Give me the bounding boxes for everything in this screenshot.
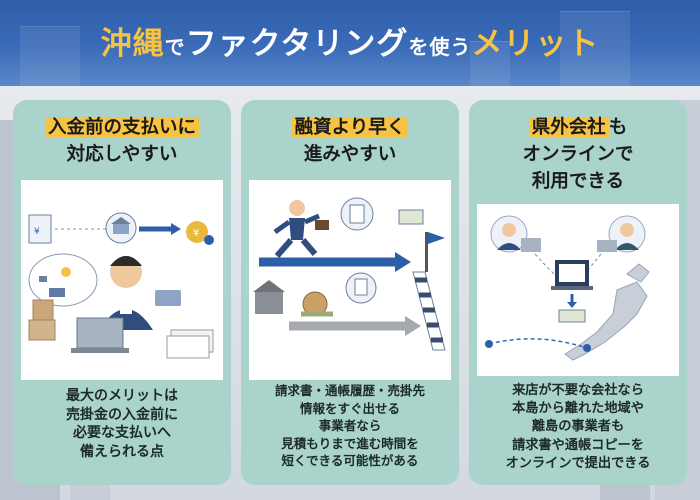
svg-text:¥: ¥ <box>193 228 199 239</box>
merit-card-payment: 入金前の支払いに 対応しやすい ¥ ¥ <box>13 100 231 485</box>
card-description: 請求書・通帳履歴・売掛先 情報をすぐ出せる 事業者なら 見積もりまで進む時間を … <box>274 383 425 468</box>
page-title: 沖縄でファクタリングを使うメリット <box>100 26 600 62</box>
card-description: 最大のメリットは 売掛金の入金前に 必要な支払いへ 備えられる点 <box>66 388 178 460</box>
card-description: 来店が不要な会社なら 本島から離れた地域や 離島の事業者も 請求書や通帳コピーを… <box>505 383 651 471</box>
merit-card-speed: 融資より早く 進みやすい <box>241 100 459 485</box>
card-heading: 入金前の支払いに 対応しやすい <box>13 114 231 168</box>
illustration-payment: ¥ ¥ <box>21 180 223 380</box>
illustration-speed <box>249 180 451 380</box>
card-heading: 県外会社も オンラインで 利用できる <box>522 117 634 192</box>
illustration-online <box>477 204 679 376</box>
header-banner: 沖縄でファクタリングを使うメリット <box>0 0 700 86</box>
merit-card-online: 県外会社も オンラインで 利用できる <box>469 100 687 485</box>
svg-text:¥: ¥ <box>34 227 40 237</box>
card-heading: 融資より早く 進みやすい <box>241 114 459 168</box>
